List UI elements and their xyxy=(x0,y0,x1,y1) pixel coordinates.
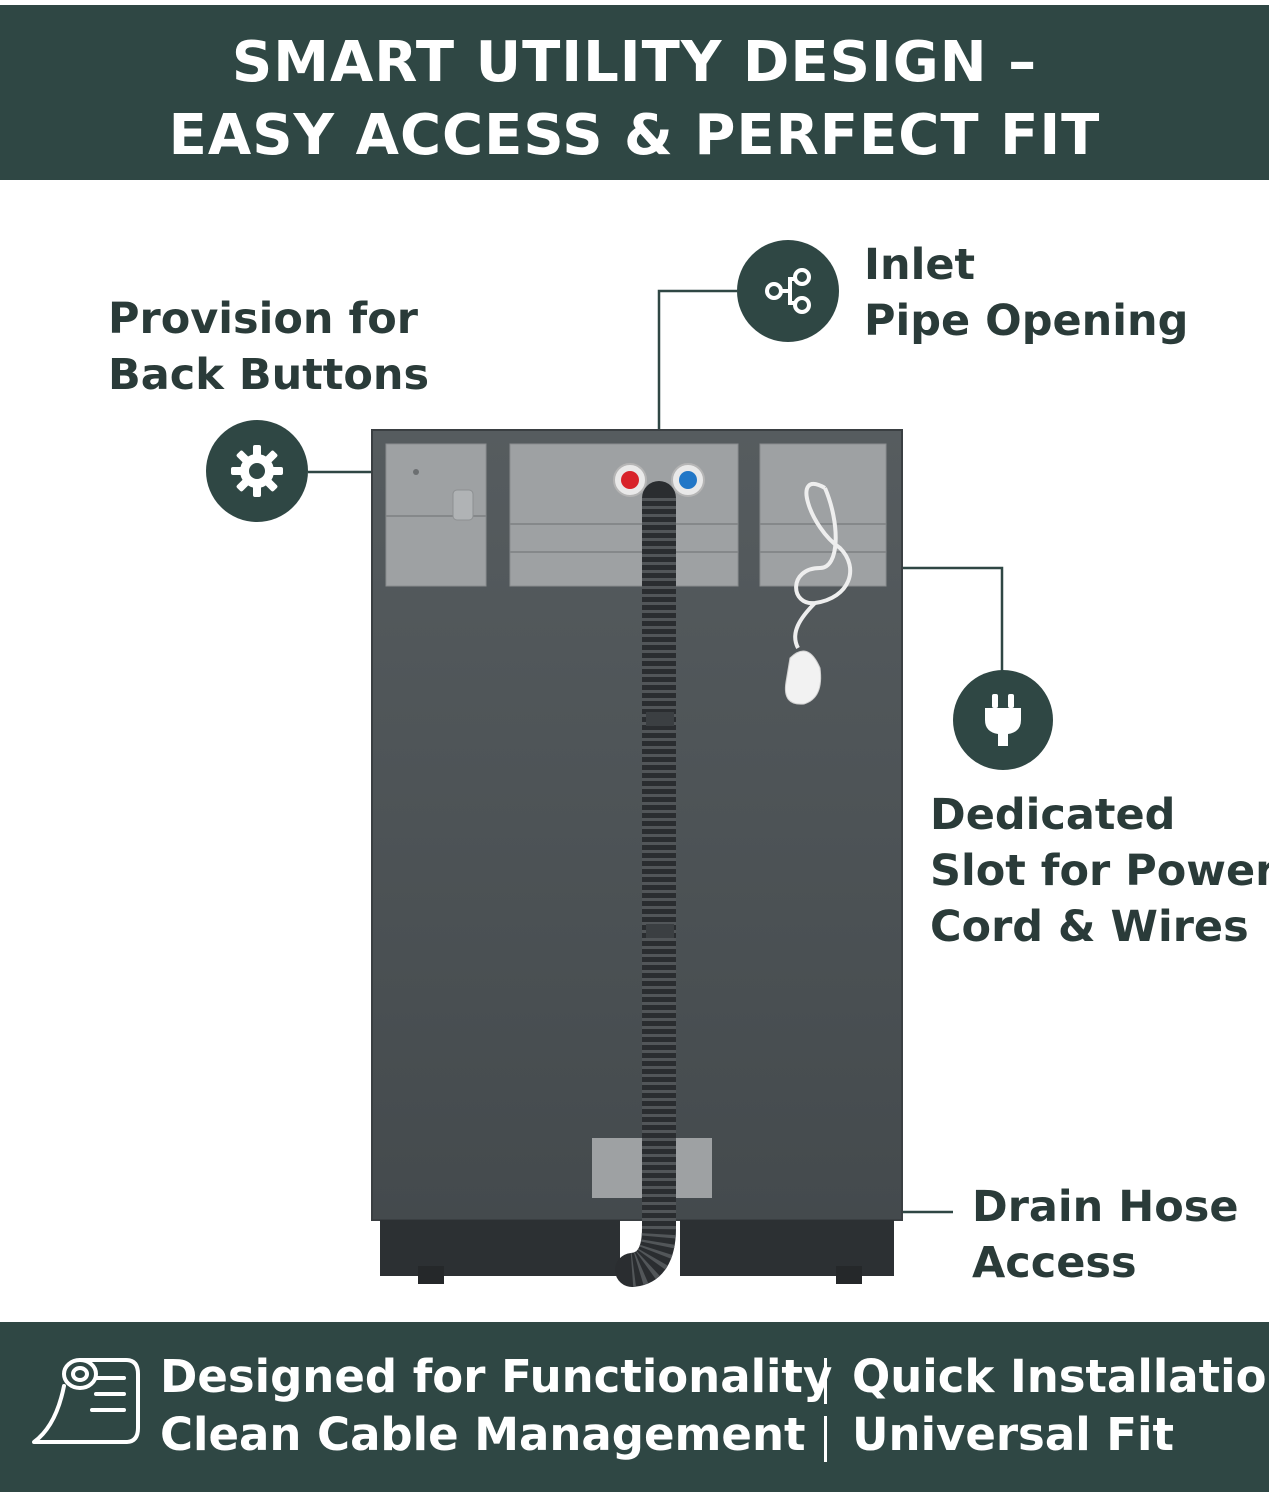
feature-separator xyxy=(824,1416,827,1462)
scroll-icon xyxy=(32,1358,140,1444)
gear-icon xyxy=(231,445,283,497)
power-cord-leader xyxy=(876,566,1004,672)
power-plug xyxy=(784,650,822,705)
power-cord-label: Dedicated Slot for Power Cord & Wires xyxy=(930,790,1269,952)
feature-universal-fit: Universal Fit xyxy=(852,1408,1174,1461)
back-buttons-label: Provision for Back Buttons xyxy=(108,294,430,400)
feature-cable-management: Clean Cable Management xyxy=(160,1408,806,1461)
power-cord-badge xyxy=(953,670,1053,770)
plug-icon xyxy=(985,694,1021,746)
pipe-junction-icon xyxy=(765,268,811,314)
power-cord xyxy=(793,482,853,649)
power-cord-panel xyxy=(759,443,887,587)
cabinet-illustration xyxy=(371,429,903,1287)
drain-hose-label: Drain Hose Access xyxy=(972,1182,1239,1288)
inlet-pipe-badge xyxy=(737,240,839,342)
headline-line-1: SMART UTILITY DESIGN – xyxy=(231,30,1038,95)
back-buttons-badge xyxy=(206,420,308,522)
feature-separator xyxy=(824,1358,827,1404)
feature-functionality: Designed for Functionality xyxy=(160,1350,833,1403)
inlet-pipe-label: Inlet Pipe Opening xyxy=(864,240,1189,346)
feature-quick-installation: Quick Installation xyxy=(852,1350,1269,1403)
headline-line-2: EASY ACCESS & PERFECT FIT xyxy=(168,103,1101,168)
footer-banner: Designed for Functionality Quick Install… xyxy=(0,1322,1269,1492)
inlet-pipe-leader xyxy=(657,289,737,456)
header-banner: SMART UTILITY DESIGN – EASY ACCESS & PER… xyxy=(0,5,1269,180)
